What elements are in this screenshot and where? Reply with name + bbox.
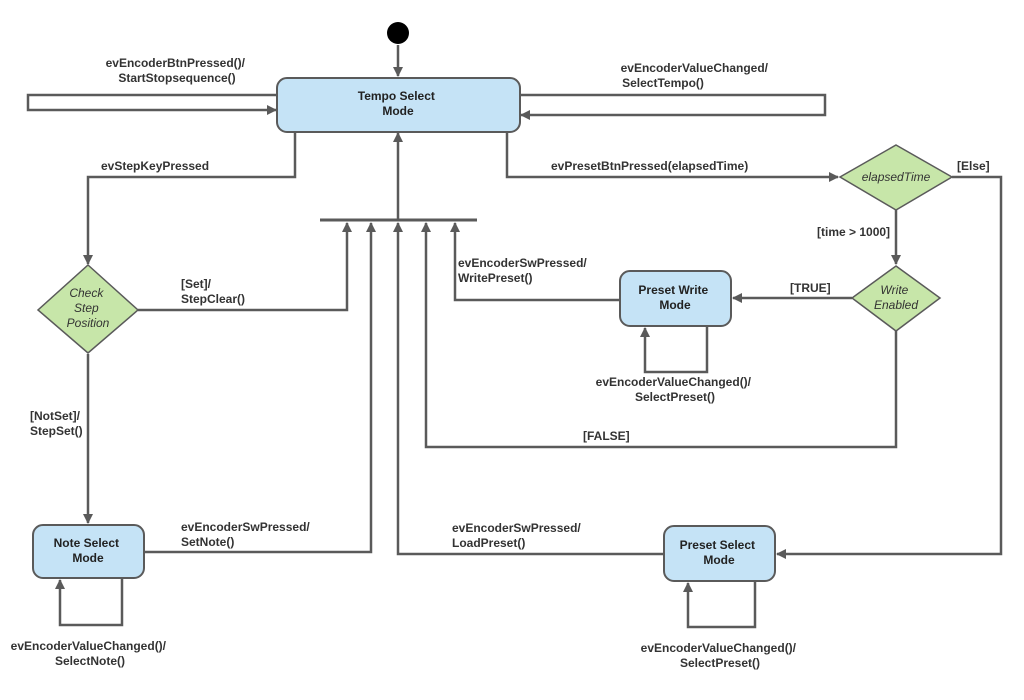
choice-check-step-position — [36, 263, 140, 354]
choice-write-enabled-line2: Enabled — [874, 298, 918, 312]
choice-check-step-line2: Step — [74, 301, 99, 315]
edge-tempo-to-elapsed-time — [505, 132, 839, 182]
edge-note-select-self-loop — [55, 578, 124, 627]
svg-text:evEncoderValueChanged()/ S: evEncoderValueChanged()/ SelectPreset() — [641, 641, 800, 670]
svg-text:evEncoderValueChanged/ Sel: evEncoderValueChanged/ SelectTempo() — [621, 61, 772, 90]
label-write-preset-line1: evEncoderSwPressed/ — [458, 256, 587, 270]
label-load-preset-line2: LoadPreset() — [452, 536, 525, 550]
label-set-guard-line1: [Set]/ — [181, 277, 212, 291]
label-false-guard: [FALSE] — [583, 429, 630, 443]
svg-text:[NotSet]/ StepSet(): [NotSet]/ StepSet() — [30, 409, 83, 438]
label-encoder-value-changed-note-line1: evEncoderValueChanged()/ — [11, 639, 167, 653]
svg-text:evEncoderSwPressed/ WriteP: evEncoderSwPressed/ WritePreset() — [458, 256, 590, 285]
svg-text:evEncoderValueChanged()/ S: evEncoderValueChanged()/ SelectPreset() — [596, 375, 755, 404]
label-set-guard-line2: StepClear() — [181, 292, 245, 306]
choice-elapsed-time-label: elapsedTime — [862, 170, 931, 184]
state-preset-select-line2: Mode — [703, 553, 735, 567]
edge-check-step-to-bar — [138, 222, 352, 312]
svg-text:evEncoderBtnPressed()/ Sta: evEncoderBtnPressed()/ StartStopsequence… — [106, 56, 249, 85]
label-encoder-value-changed-note-line2: SelectNote() — [55, 654, 125, 668]
edge-tempo-self-loop-right — [520, 93, 827, 120]
edge-tempo-self-loop-left — [26, 93, 277, 115]
state-tempo-select — [276, 77, 521, 133]
svg-text:Check Step Position: Check Step Position — [67, 286, 110, 330]
label-set-note-line1: evEncoderSwPressed/ — [181, 520, 310, 534]
edge-write-enabled-false-to-bar — [421, 222, 898, 449]
svg-text:Note Select Mode: Note Select Mode — [54, 536, 123, 565]
label-encoder-value-changed-tempo-line2: SelectTempo() — [622, 76, 704, 90]
label-not-set-guard-line2: StepSet() — [30, 424, 83, 438]
label-set-note-line2: SetNote() — [181, 535, 234, 549]
label-encoder-value-changed-preset-write-line2: SelectPreset() — [635, 390, 715, 404]
svg-text:elapsedTime: elapsedTime — [862, 170, 931, 184]
label-not-set-guard-line1: [NotSet]/ — [30, 409, 81, 423]
label-preset-btn-pressed: evPresetBtnPressed(elapsedTime) — [551, 159, 748, 173]
choice-write-enabled — [850, 265, 942, 332]
state-tempo-select-line2: Mode — [382, 104, 414, 118]
edge-preset-select-self-loop — [683, 581, 757, 629]
label-encoder-value-changed-preset-select-line1: evEncoderValueChanged()/ — [641, 641, 797, 655]
edge-elapsed-time-else-to-preset-select — [776, 175, 1003, 559]
state-preset-write-line1: Preset Write — [638, 283, 708, 297]
label-time-guard: [time > 1000] — [817, 225, 890, 239]
state-preset-write — [619, 270, 732, 327]
svg-text:evEncoderValueChanged()/ S: evEncoderValueChanged()/ SelectNote() — [11, 639, 170, 668]
state-note-select — [32, 524, 145, 579]
label-encoder-btn-pressed-line1: evEncoderBtnPressed()/ — [106, 56, 246, 70]
svg-text:Write Enabled: Write Enabled — [874, 283, 918, 312]
choice-check-step-line3: Position — [67, 316, 110, 330]
state-note-select-line2: Mode — [72, 551, 104, 565]
svg-text:[Set]/ StepClear(): [Set]/ StepClear() — [181, 277, 245, 306]
choice-write-enabled-line1: Write — [880, 283, 908, 297]
svg-text:Preset Write Mode: Preset Write Mode — [638, 283, 711, 312]
choice-elapsed-time — [838, 144, 954, 211]
edge-note-select-to-bar — [145, 222, 376, 554]
edge-preset-select-to-bar — [393, 222, 664, 556]
edge-tempo-to-check-step — [83, 132, 297, 265]
label-load-preset-line1: evEncoderSwPressed/ — [452, 521, 581, 535]
svg-text:Preset Select Mode: Preset Select Mode — [680, 538, 759, 567]
label-true-guard: [TRUE] — [790, 281, 831, 295]
label-encoder-value-changed-preset-write-line1: evEncoderValueChanged()/ — [596, 375, 752, 389]
edge-preset-write-self-loop — [640, 326, 709, 374]
initial-state — [387, 22, 409, 44]
label-encoder-value-changed-tempo-line1: evEncoderValueChanged/ — [621, 61, 769, 75]
svg-text:evEncoderSwPressed/ SetNot: evEncoderSwPressed/ SetNote() — [181, 520, 313, 549]
svg-text:Tempo Select Mode: Tempo Select Mode — [358, 89, 438, 118]
svg-text:evEncoderSwPressed/ LoadPr: evEncoderSwPressed/ LoadPreset() — [452, 521, 584, 550]
label-encoder-value-changed-preset-select-line2: SelectPreset() — [680, 656, 760, 670]
label-step-key-pressed: evStepKeyPressed — [101, 159, 209, 173]
choice-check-step-line1: Check — [69, 286, 104, 300]
label-else-guard: [Else] — [957, 159, 990, 173]
state-note-select-line1: Note Select — [54, 536, 119, 550]
state-preset-select-line1: Preset Select — [680, 538, 755, 552]
label-encoder-btn-pressed-line2: StartStopsequence() — [118, 71, 235, 85]
label-write-preset-line2: WritePreset() — [458, 271, 532, 285]
state-preset-write-line2: Mode — [659, 298, 691, 312]
state-preset-select — [663, 525, 776, 582]
state-tempo-select-line1: Tempo Select — [358, 89, 435, 103]
edge-preset-write-to-bar — [450, 222, 620, 302]
